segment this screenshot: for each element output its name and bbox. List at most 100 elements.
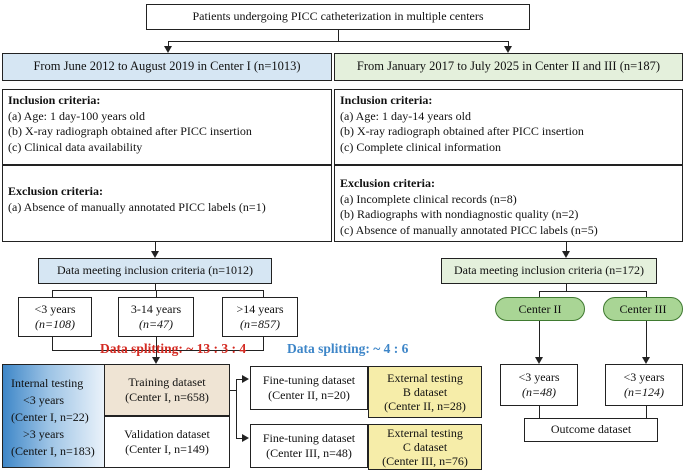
center1-age-box: 3-14 years (n=47) bbox=[118, 297, 194, 337]
center23-header-text: From January 2017 to July 2025 in Center… bbox=[356, 59, 661, 74]
training-count: (Center I, n=658) bbox=[125, 390, 209, 404]
connector bbox=[155, 284, 156, 291]
connector bbox=[539, 291, 540, 297]
arrow bbox=[242, 375, 249, 383]
external-count: (Center III, n=76) bbox=[382, 454, 468, 468]
center1-inclusion-title: Inclusion criteria: bbox=[8, 93, 101, 107]
center23-meeting-text: Data meeting inclusion criteria (n=172) bbox=[453, 263, 645, 278]
external-b-box: External testing B dataset (Center II, n… bbox=[368, 366, 482, 418]
arrow bbox=[152, 357, 160, 364]
center23-header: From January 2017 to July 2025 in Center… bbox=[334, 53, 683, 81]
connector bbox=[566, 242, 567, 252]
center23-inclusion-item: (c) Complete clinical information bbox=[340, 139, 501, 154]
arrow bbox=[242, 434, 249, 442]
age-count: (n=857) bbox=[239, 317, 281, 331]
connector bbox=[168, 41, 509, 42]
connector bbox=[539, 291, 647, 292]
internal-count: (Center I, n=22) bbox=[11, 410, 89, 424]
top-title-box: Patients undergoing PICC catheterization… bbox=[146, 4, 530, 30]
center23-meeting: Data meeting inclusion criteria (n=172) bbox=[441, 258, 657, 284]
age-label: <3 years bbox=[623, 369, 665, 384]
age-count: (n=48) bbox=[521, 385, 557, 399]
center1-inclusion-box: Inclusion criteria: (a) Age: 1 day-100 y… bbox=[2, 89, 332, 165]
center23-inclusion-item: (b) X-ray radiograph obtained after PICC… bbox=[340, 124, 584, 138]
finetune-title: Fine-tuning dataset bbox=[262, 430, 356, 445]
external-title: External testing bbox=[387, 371, 463, 385]
center3-age-box: <3 years (n=124) bbox=[605, 364, 683, 406]
connector bbox=[236, 379, 243, 380]
age-label: <3 years bbox=[34, 301, 76, 316]
outcome-label: Outcome dataset bbox=[550, 422, 632, 437]
center1-inclusion-item: (a) Age: 1 day-100 years old bbox=[8, 108, 145, 123]
center1-split-label: Data splitting: ~ 13 : 3 : 4 bbox=[100, 341, 247, 356]
connector bbox=[52, 350, 264, 351]
connector bbox=[236, 379, 237, 438]
connector bbox=[168, 41, 169, 47]
connector bbox=[52, 290, 53, 297]
finetune-title: Fine-tuning dataset bbox=[262, 372, 356, 387]
center3-label: Center III bbox=[619, 301, 667, 316]
center23-inclusion-title: Inclusion criteria: bbox=[340, 93, 433, 107]
age-count: (n=108) bbox=[34, 317, 76, 331]
connector bbox=[156, 290, 157, 297]
connector bbox=[646, 321, 647, 358]
finetune-count: (Center III, n=48) bbox=[266, 446, 352, 460]
center23-exclusion-title: Exclusion criteria: bbox=[340, 176, 435, 190]
external-name: B dataset bbox=[402, 385, 448, 399]
external-count: (Center II, n=28) bbox=[384, 399, 466, 413]
finetune-center3-box: Fine-tuning dataset (Center III, n=48) bbox=[250, 424, 368, 468]
internal-testing-box: Internal testing <3 years (Center I, n=2… bbox=[2, 364, 105, 468]
center1-exclusion-title: Exclusion criteria: bbox=[8, 184, 103, 198]
connector bbox=[52, 290, 264, 291]
arrow bbox=[151, 251, 159, 258]
validation-count: (Center I, n=149) bbox=[125, 442, 209, 456]
connector bbox=[508, 41, 509, 47]
age-label: 3-14 years bbox=[130, 301, 182, 316]
top-title: Patients undergoing PICC catheterization… bbox=[192, 9, 484, 24]
connector bbox=[155, 242, 156, 252]
center1-inclusion-item: (b) X-ray radiograph obtained after PICC… bbox=[8, 124, 252, 138]
center2-age-box: <3 years (n=48) bbox=[500, 364, 578, 406]
connector bbox=[566, 284, 567, 292]
validation-title: Validation dataset bbox=[124, 426, 210, 441]
arrow bbox=[504, 46, 512, 53]
center1-header-text: From June 2012 to August 2019 in Center … bbox=[33, 59, 301, 74]
center23-inclusion-box: Inclusion criteria: (a) Age: 1 day-14 ye… bbox=[334, 89, 683, 165]
connector bbox=[646, 406, 647, 418]
center23-inclusion-item: (a) Age: 1 day-14 years old bbox=[340, 108, 471, 123]
external-c-box: External testing C dataset (Center III, … bbox=[368, 424, 482, 470]
arrow bbox=[562, 251, 570, 258]
connector bbox=[338, 30, 339, 41]
center1-exclusion-item: (a) Absence of manually annotated PICC l… bbox=[8, 199, 266, 214]
connector bbox=[539, 406, 540, 418]
center2-label: Center II bbox=[518, 301, 562, 316]
connector bbox=[156, 337, 157, 351]
center1-inclusion-item: (c) Clinical data availability bbox=[8, 139, 143, 154]
center23-exclusion-item: (c) Absence of manually annotated PICC l… bbox=[340, 222, 598, 237]
internal-title: Internal testing bbox=[11, 376, 84, 390]
internal-age: >3 years bbox=[23, 427, 65, 441]
training-title: Training dataset bbox=[128, 374, 206, 389]
center2-pill: Center II bbox=[495, 297, 585, 321]
internal-age: <3 years bbox=[23, 393, 65, 407]
age-count: (n=124) bbox=[623, 385, 665, 399]
arrow bbox=[535, 357, 543, 364]
center23-exclusion-box: Exclusion criteria: (a) Incomplete clini… bbox=[334, 165, 683, 242]
connector bbox=[230, 390, 237, 391]
external-name: C dataset bbox=[402, 440, 448, 454]
connector bbox=[539, 321, 540, 358]
age-count: (n=47) bbox=[138, 317, 174, 331]
validation-box: Validation dataset (Center I, n=149) bbox=[104, 416, 230, 468]
center1-age-box: <3 years (n=108) bbox=[18, 297, 92, 337]
outcome-box: Outcome dataset bbox=[524, 418, 658, 442]
center3-pill: Center III bbox=[603, 297, 683, 321]
age-label: >14 years bbox=[236, 301, 284, 316]
arrow bbox=[164, 46, 172, 53]
center23-exclusion-item: (a) Incomplete clinical records (n=8) bbox=[340, 191, 517, 206]
connector bbox=[263, 290, 264, 297]
center23-split-label: Data splitting: ~ 4 : 6 bbox=[287, 341, 409, 356]
connector bbox=[263, 337, 264, 351]
center23-exclusion-item: (b) Radiographs with nondiagnostic quali… bbox=[340, 207, 579, 221]
age-label: <3 years bbox=[518, 369, 560, 384]
connector bbox=[156, 350, 157, 358]
